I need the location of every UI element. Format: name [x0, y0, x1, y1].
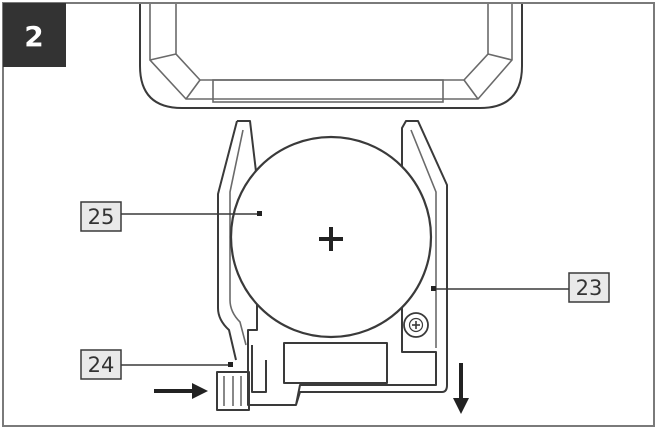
screw-icon: [403, 312, 429, 338]
step-badge: 2: [3, 3, 66, 67]
callout-23: 23: [431, 272, 610, 303]
arrow-down-icon: [453, 363, 469, 414]
device-body: [139, 4, 523, 109]
callout-label-25: 25: [88, 205, 115, 229]
step-number: 2: [24, 20, 43, 53]
arrow-right-icon: [154, 383, 208, 399]
callout-24: 24: [80, 349, 233, 380]
callout-25: 25: [80, 201, 262, 232]
callout-label-23: 23: [576, 276, 603, 300]
battery-slot: [283, 342, 388, 384]
plus-icon: [319, 227, 343, 251]
latch-clip: [216, 371, 250, 411]
callout-label-24: 24: [88, 353, 115, 377]
